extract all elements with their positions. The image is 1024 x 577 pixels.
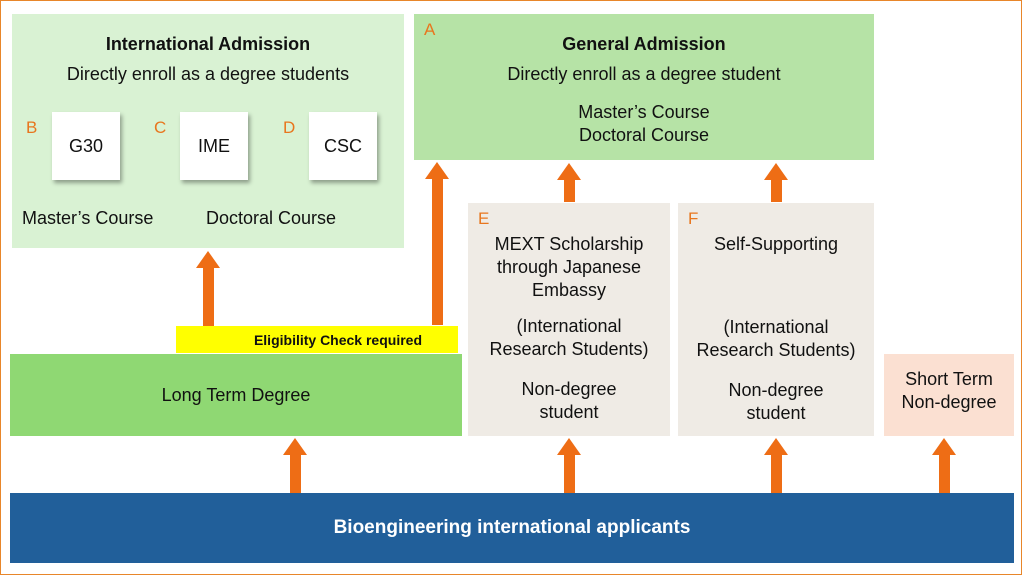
program-letter-b: B xyxy=(26,118,38,137)
long-term-degree-box: Long Term Degree xyxy=(10,354,462,436)
short-term-line-1: Short Term xyxy=(905,369,993,389)
arrow-applicants-to-short-term xyxy=(932,438,956,493)
mext-line-2: through Japanese xyxy=(496,257,642,277)
international-admission-title: International Admission xyxy=(105,34,311,54)
program-letter-d: D xyxy=(283,118,296,137)
arrow-longterm-to-general xyxy=(425,162,449,325)
program-card-g30: G30 xyxy=(52,112,120,180)
self-supporting-note-2: Research Students) xyxy=(696,340,856,360)
short-term-box: Short Term Non-degree xyxy=(884,354,1014,436)
mext-scholarship-box: E MEXT Scholarship through Japanese Emba… xyxy=(468,203,670,436)
general-admission-letter: A xyxy=(424,20,436,39)
applicants-label: Bioengineering international applicants xyxy=(333,517,691,538)
arrow-applicants-to-self-supporting xyxy=(764,438,788,493)
general-masters-course: Master’s Course xyxy=(578,102,710,122)
self-supporting-line-1: Self-Supporting xyxy=(713,234,839,254)
long-term-degree-label: Long Term Degree xyxy=(161,384,311,405)
mext-letter: E xyxy=(478,209,490,228)
arrow-applicants-to-longterm xyxy=(283,438,307,493)
short-term-line-2: Non-degree xyxy=(901,392,997,412)
mext-status-1: Non-degree xyxy=(521,379,617,399)
arrow-mext-to-general xyxy=(557,163,581,202)
mext-line-1: MEXT Scholarship xyxy=(494,234,644,254)
mext-note-1: (International xyxy=(516,316,622,336)
self-supporting-note-1: (International xyxy=(723,317,829,337)
international-admission-subtitle: Directly enroll as a degree students xyxy=(66,64,350,84)
program-letter-c: C xyxy=(154,118,167,137)
general-admission-box: A General Admission Directly enroll as a… xyxy=(414,14,874,160)
self-supporting-letter: F xyxy=(688,209,699,228)
program-card-ime: IME xyxy=(180,112,248,180)
program-card-csc: CSC xyxy=(309,112,377,180)
mext-note-2: Research Students) xyxy=(489,339,649,359)
applicants-bar: Bioengineering international applicants xyxy=(10,493,1014,563)
general-doctoral-course: Doctoral Course xyxy=(578,125,710,145)
international-masters-course: Master’s Course xyxy=(22,208,154,228)
general-admission-subtitle: Directly enroll as a degree student xyxy=(507,64,781,84)
general-admission-title: General Admission xyxy=(562,34,726,54)
eligibility-label: Eligibility Check required xyxy=(253,331,422,348)
eligibility-banner: Eligibility Check required xyxy=(176,326,458,353)
arrow-self-supporting-to-general xyxy=(764,163,788,202)
self-supporting-status-1: Non-degree xyxy=(728,380,824,400)
self-supporting-box: F Self-Supporting (International Researc… xyxy=(678,203,874,436)
arrow-applicants-to-mext xyxy=(557,438,581,493)
self-supporting-status-2: student xyxy=(746,403,806,423)
mext-line-3: Embassy xyxy=(531,280,607,300)
arrow-longterm-to-international xyxy=(196,251,220,326)
international-admission-box: International Admission Directly enroll … xyxy=(12,14,404,248)
mext-status-2: student xyxy=(539,402,599,422)
international-doctoral-course: Doctoral Course xyxy=(206,208,337,228)
